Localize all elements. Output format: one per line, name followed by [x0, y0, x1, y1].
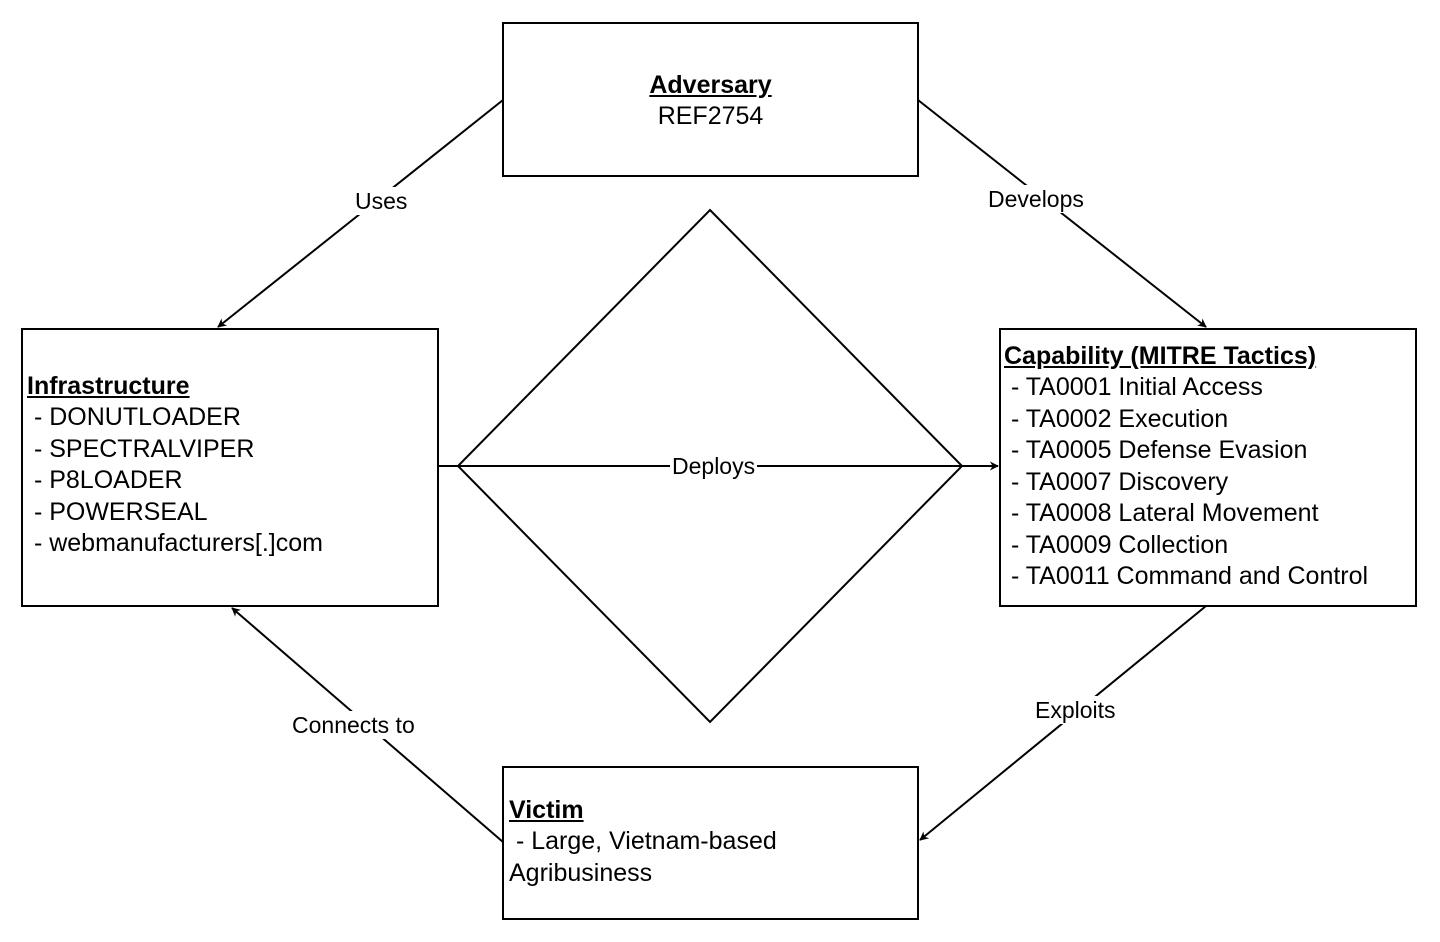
edge-label-deploys: Deploys: [670, 452, 758, 480]
adversary-line: REF2754: [657, 102, 764, 130]
infrastructure-line: - POWERSEAL: [27, 497, 208, 526]
infrastructure-line: - SPECTRALVIPER: [27, 434, 255, 463]
capability-line: - TA0002 Execution: [1004, 404, 1229, 433]
victim-node: Victim - Large, Vietnam-based Agribusine…: [502, 766, 919, 920]
capability-line: - TA0007 Discovery: [1004, 467, 1229, 496]
capability-node: Capability (MITRE Tactics) - TA0001 Init…: [999, 328, 1417, 607]
edge-label-exploits: Exploits: [1033, 696, 1118, 724]
edge-develops-line: [917, 99, 1207, 328]
adversary-title: Adversary: [649, 71, 772, 99]
infrastructure-node: Infrastructure - DONUTLOADER - SPECTRALV…: [21, 328, 439, 607]
adversary-node: Adversary REF2754: [502, 22, 919, 177]
infrastructure-line: - webmanufacturers[.]com: [27, 529, 323, 557]
center-diamond: [456, 208, 964, 724]
capability-line: - TA0005 Defense Evasion: [1004, 436, 1308, 464]
edge-label-uses: Uses: [353, 187, 410, 215]
edge-label-connects-to: Connects to: [290, 711, 417, 739]
capability-title: Capability (MITRE Tactics): [1004, 342, 1317, 370]
victim-line: - Large, Vietnam-based: [509, 827, 777, 855]
infrastructure-line: - DONUTLOADER: [27, 403, 241, 431]
capability-line: - TA0001 Initial Access: [1004, 373, 1263, 401]
victim-title: Victim: [509, 796, 584, 824]
victim-line: Agribusiness: [509, 858, 653, 887]
capability-line: - TA0009 Collection: [1004, 530, 1229, 559]
infrastructure-line: - P8LOADER: [27, 466, 183, 494]
edge-label-develops: Develops: [986, 185, 1086, 213]
capability-line: - TA0011 Command and Control: [1004, 562, 1369, 590]
infrastructure-title: Infrastructure: [27, 372, 190, 400]
capability-line: - TA0008 Lateral Movement: [1004, 499, 1319, 527]
